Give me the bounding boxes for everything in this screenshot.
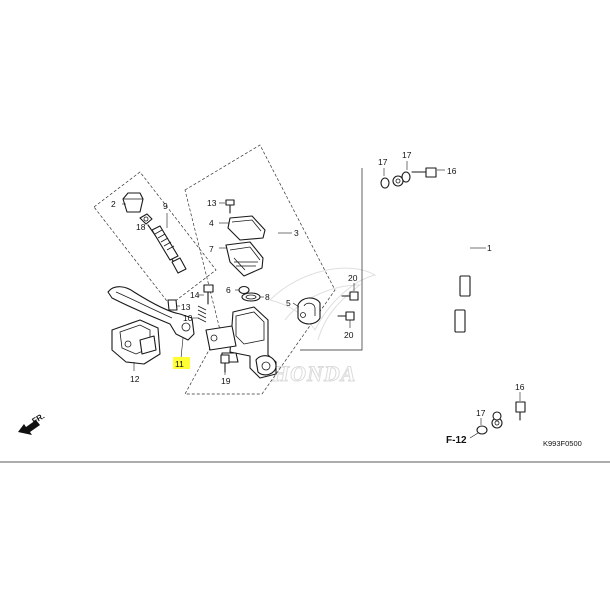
label-part-8: 8: [265, 292, 270, 302]
part-17-washer-lower-right: [492, 411, 502, 421]
label-part-20-lower: 20: [344, 330, 354, 340]
label-part-1: 1: [487, 243, 492, 253]
label-part-16-upper: 16: [447, 166, 457, 176]
honda-watermark: HONDA: [269, 267, 377, 387]
label-part-15: 14: [190, 290, 200, 300]
part-17-washer-upper-right: [401, 171, 411, 183]
label-part-10: 10: [183, 313, 193, 323]
front-direction-label: FR.: [31, 411, 47, 425]
diagram-code: K993F0500: [543, 439, 582, 448]
part-16-bolt-lower: [515, 401, 526, 421]
part-6-seal: [238, 285, 250, 295]
part-2-cap: [122, 192, 144, 213]
part-11-brake-lever: [107, 286, 195, 341]
label-part-16-lower: 16: [515, 382, 525, 392]
leader-f12: [469, 432, 479, 439]
part-15-pin: [203, 284, 214, 305]
label-part-13: 13: [207, 198, 217, 208]
label-part-14: 13: [181, 302, 191, 312]
label-part-20-upper: 20: [348, 273, 358, 283]
part-17-washer-lower-left: [476, 425, 488, 435]
front-direction-arrow-icon: [18, 420, 40, 435]
part-5-holder: [297, 297, 321, 325]
leader-11: [180, 337, 184, 359]
master-cylinder-body: [205, 306, 277, 379]
part-16-bolt-upper: [411, 167, 437, 178]
part-9-push-rod: [147, 224, 187, 274]
part-4-reservoir-cap: [227, 215, 266, 241]
honda-watermark-text: HONDA: [271, 361, 356, 386]
label-part-9: 9: [163, 201, 168, 211]
leader-5: [292, 302, 300, 308]
part-18-clip: [139, 213, 153, 225]
part-1-brake-hose: [397, 180, 502, 425]
reference-label-f12: F-12: [446, 435, 467, 446]
hose-group-outline: [300, 168, 363, 351]
label-part-6: 6: [226, 285, 231, 295]
label-part-19: 19: [221, 376, 231, 386]
reservoir-group-outline: [93, 171, 217, 306]
part-12-switch-housing: [111, 319, 161, 365]
part-7-diaphragm: [225, 241, 264, 277]
label-part-3: 3: [294, 228, 299, 238]
label-part-5: 5: [286, 298, 291, 308]
part-10-spring: [197, 305, 207, 323]
label-part-4: 4: [209, 218, 214, 228]
part-19-bolt: [220, 354, 230, 373]
label-part-18: 18: [136, 222, 146, 232]
label-part-17-upper-left: 17: [378, 157, 388, 167]
label-part-2: 2: [111, 199, 116, 209]
label-part-12: 12: [130, 374, 140, 384]
part-11-highlight: [173, 357, 190, 369]
label-part-17-upper-right: 17: [402, 150, 412, 160]
part-8-circlip: [241, 292, 261, 302]
part-20-bolt-upper: [341, 291, 359, 301]
part-20-bolt-lower: [337, 311, 355, 321]
label-part-7: 7: [209, 244, 214, 254]
part-17-washer-upper-left: [380, 177, 390, 189]
label-part-17-lower: 17: [476, 408, 486, 418]
part-14-collar: [167, 299, 178, 311]
label-part-11: 11: [175, 359, 184, 369]
part-13-screw: [225, 199, 235, 214]
